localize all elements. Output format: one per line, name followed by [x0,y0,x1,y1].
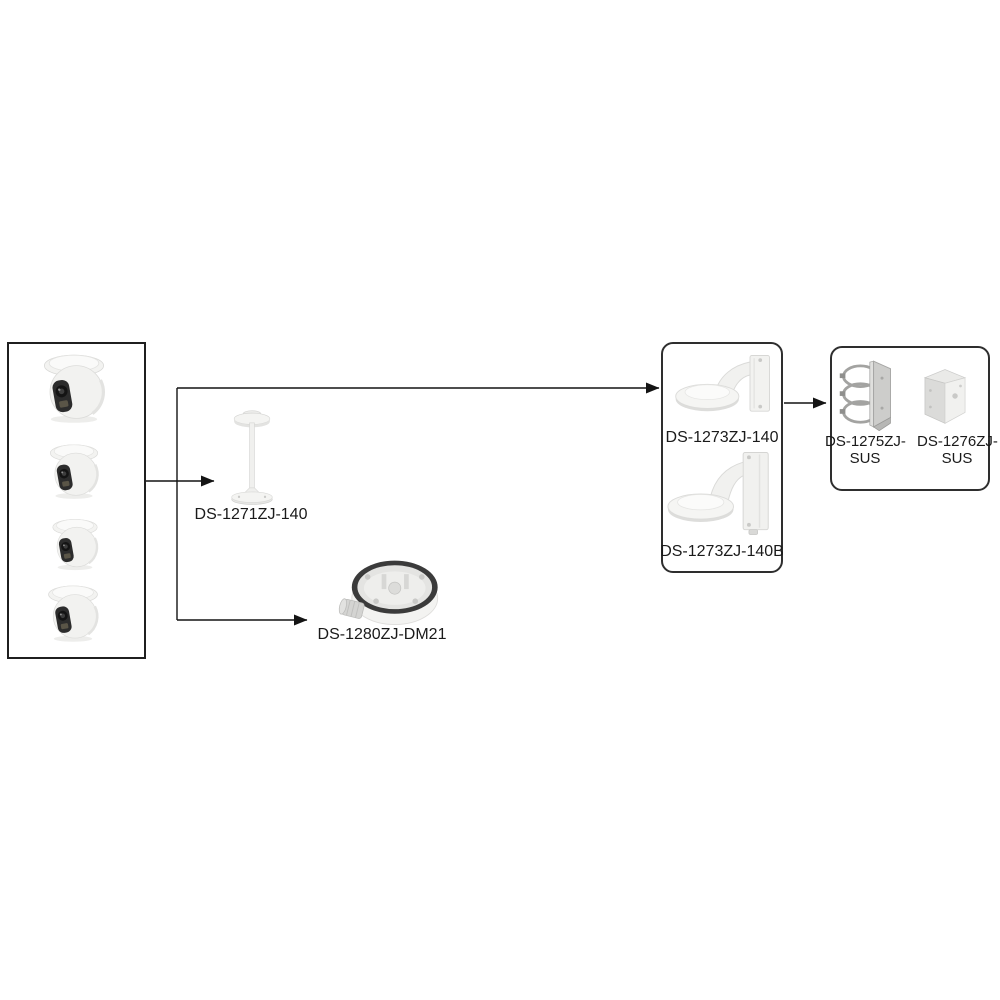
pole-corner-group-box [830,346,990,491]
corner-mount-label: DS-1276ZJ- SUS [917,433,998,467]
wall-mount-label: DS-1273ZJ-140 [665,429,779,446]
turret-camera-1-image [42,353,106,425]
pendant-mount-label: DS-1271ZJ-140 [194,506,308,523]
wall-mount-b-label: DS-1273ZJ-140B [660,543,784,560]
junction-box-label: DS-1280ZJ-DM21 [317,626,447,643]
turret-camera-2-image [49,443,99,501]
corner-mount-label-line2: SUS [941,450,973,467]
turret-camera-4-image [47,584,99,644]
turret-camera-3-image [51,518,99,572]
pole-mount-image [839,360,891,432]
pole-mount-label-line2: SUS [849,450,881,467]
corner-mount-label-line1: DS-1276ZJ- [917,433,998,450]
junction-box-image [338,560,439,625]
pole-mount-label-line1: DS-1275ZJ- [825,433,906,450]
corner-mount-image [923,369,967,424]
wall-mount-image [675,355,770,412]
pole-mount-label: DS-1275ZJ- SUS [825,433,906,467]
ceiling-pendant-mount-image [231,410,273,505]
wall-mount-b-image [667,452,769,535]
